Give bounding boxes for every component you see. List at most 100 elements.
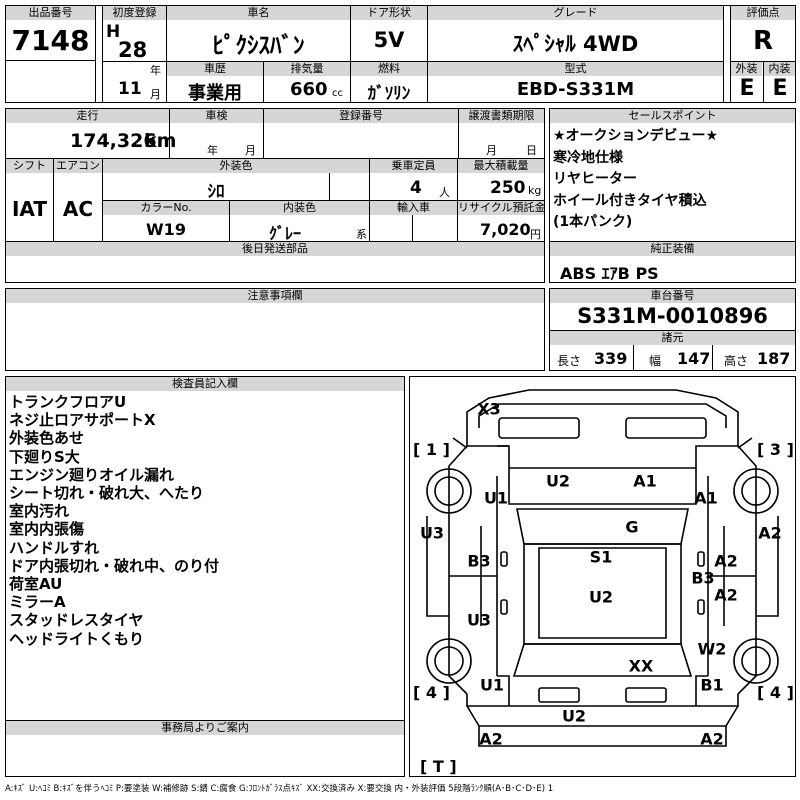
lot-no-header: 出品番号 [6, 6, 95, 20]
width-value: 147 [677, 349, 711, 368]
sales-points-list: ★オークションデビュー★ 寒冷地仕様 リヤヒーター ホイール付きタイヤ積込 (1… [553, 126, 793, 234]
damage-label: U3 [419, 523, 445, 543]
import-header: 輸入車 [370, 201, 457, 215]
interior-grade: E [772, 76, 788, 101]
vehicle-history: 事業用 [188, 83, 242, 104]
length-label: 長さ [557, 354, 582, 368]
damage-label: A2 [714, 551, 738, 571]
ext-color-header: 外装色 [103, 159, 369, 173]
chassis-number: S331M-0010896 [577, 304, 768, 328]
reg-year-suffix: 年 [150, 64, 161, 77]
fuel-header: 燃料 [351, 62, 427, 76]
first-reg-header: 初度登録 [103, 6, 166, 20]
lot-no: 7148 [11, 24, 90, 57]
corner-label: [ 4 ] [413, 683, 450, 702]
shift-header: シフト [6, 159, 53, 173]
sales-point: リヤヒーター [553, 171, 637, 187]
sales-point: 寒冷地仕様 [553, 149, 623, 166]
score-header: 評価点 [731, 6, 795, 20]
sales-point-header: セールスポイント [550, 109, 795, 123]
car-outline-diagram [426, 389, 779, 747]
capacity-header: 乗車定員 [370, 159, 457, 173]
inspector-block [5, 376, 405, 777]
inspection-year-label: 年 [207, 144, 218, 157]
model-code: EBD-S331M [516, 79, 635, 100]
height-value: 187 [757, 349, 791, 368]
door-header: ドア形状 [351, 6, 427, 20]
inspection-header: 車検 [170, 109, 263, 123]
damage-label: W2 [697, 639, 727, 659]
specs-header: 諸元 [550, 331, 795, 345]
mileage: 174,326 [70, 130, 157, 152]
damage-label: A2 [714, 585, 738, 605]
sales-point: ホイール付きタイヤ積込 [553, 192, 707, 209]
genuine-equipment: ABS ｴｱB PS [560, 264, 659, 283]
length-value: 339 [594, 349, 628, 368]
capacity: 4 [410, 178, 422, 198]
sales-point-block [549, 108, 796, 283]
note-line: 荷室AU [9, 575, 63, 594]
era: H [106, 22, 121, 42]
note-line: ミラーA [9, 593, 66, 612]
sales-point: (1本パンク) [553, 214, 633, 230]
reg-no-header: 登録番号 [264, 109, 458, 123]
sales-point: ★オークションデビュー★ [553, 128, 719, 144]
capacity-unit: 人 [439, 186, 450, 199]
note-line: シート切れ・破れ大、へたり [9, 484, 205, 503]
note-line: 室内内張傷 [9, 520, 85, 539]
genuine-equip-header: 純正装備 [550, 242, 795, 256]
damage-label: U3 [466, 610, 492, 630]
history-header: 車歴 [167, 62, 263, 76]
damage-label: A2 [758, 523, 782, 543]
note-line: 室内汚れ [9, 502, 70, 521]
deadline-header: 譲渡書類期限 [459, 109, 544, 123]
reg-month-suffix: 月 [150, 88, 161, 101]
deadline-month-label: 月 [486, 144, 497, 157]
office-header: 事務局よりご案内 [6, 721, 404, 735]
damage-label: B3 [467, 551, 491, 571]
car-name-header: 車名 [167, 6, 350, 20]
model-header: 型式 [428, 62, 723, 76]
mileage-header: 走行 [6, 109, 169, 123]
max-load: 250 [490, 178, 526, 198]
note-line: 下廻りS大 [9, 447, 80, 466]
interior-header: 内装 [764, 62, 795, 76]
damage-label: U2 [545, 471, 571, 491]
notes-header: 注意事項欄 [6, 289, 544, 303]
color-no-header: カラーNo. [103, 201, 229, 215]
max-load-header: 最大積載量 [458, 159, 544, 173]
corner-label: [ 3 ] [757, 440, 794, 459]
interior-color-suffix: 系 [356, 228, 367, 241]
interior-color: ｸﾞﾚｰ [268, 224, 301, 243]
door-type: 5V [373, 28, 405, 52]
grade: ｽﾍﾟｼｬﾙ 4WD [512, 32, 639, 56]
shift-type: IAT [11, 197, 47, 221]
grade-header: グレード [428, 6, 723, 20]
inspector-header: 検査員記入欄 [6, 377, 404, 391]
damage-legend: A:ｷｽﾞ U:ﾍｺﾐ B:ｷｽﾞを伴うﾍｺﾐ P:要塗装 W:補修跡 S:錆 … [5, 784, 554, 794]
later-parts-header: 後日発送部品 [6, 242, 544, 256]
damage-label: S1 [589, 547, 613, 567]
exterior-header: 外装 [731, 62, 762, 76]
corner-label: [ 4 ] [757, 683, 794, 702]
note-line: スタッドレスタイヤ [9, 611, 144, 630]
recycle-unit: 円 [530, 228, 541, 241]
damage-label: XX [628, 656, 654, 676]
chassis-block [549, 288, 796, 371]
header-block [5, 5, 796, 103]
exterior-color: ｼﾛ [207, 182, 225, 202]
damage-label: U1 [479, 675, 505, 695]
damage-label: U2 [561, 706, 587, 726]
color-no: W19 [146, 220, 186, 239]
damage-label: U2 [588, 587, 614, 607]
note-line: ハンドルすれ [9, 538, 100, 557]
recycle-fee: 7,020 [480, 220, 531, 239]
width-label: 幅 [649, 354, 662, 368]
car-name: ﾋﾟｸｼｽﾊﾞﾝ [212, 33, 305, 59]
note-line: エンジン廻りオイル漏れ [9, 465, 175, 484]
damage-label: B3 [691, 568, 715, 588]
corner-label: [ T ] [420, 757, 457, 776]
int-color-header: 内装色 [230, 201, 369, 215]
damage-label: U1 [483, 488, 509, 508]
exterior-grade: E [739, 76, 755, 101]
